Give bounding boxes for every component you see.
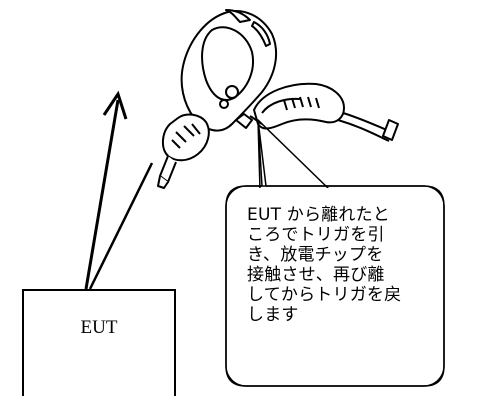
callout-line: 接触させ、再び離	[247, 265, 385, 285]
callout-line: き、放電チップを	[247, 245, 384, 265]
eut-box: EUT	[22, 289, 176, 396]
approach-line	[88, 162, 154, 290]
callout-line: してからトリガを戻	[247, 285, 402, 305]
esd-gun-icon	[157, 9, 399, 189]
callout-line: します	[247, 305, 299, 325]
up-arrow-icon	[84, 90, 128, 290]
callout-text: EUT から離れたと ころでトリガを引 き、放電チップを 接触させ、再び離 して…	[247, 205, 455, 325]
callout-pointer	[257, 119, 331, 191]
callout-line: ころでトリガを引	[247, 225, 385, 245]
eut-label: EUT	[80, 316, 118, 338]
callout-line: EUT から離れたと	[247, 205, 390, 225]
